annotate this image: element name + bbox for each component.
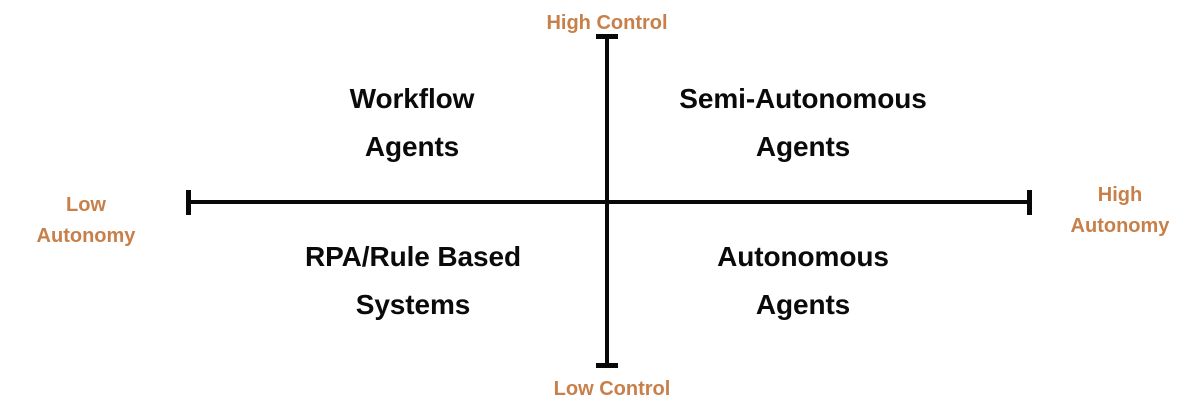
axis-label-high-control: High Control — [487, 8, 727, 39]
axis-label-low-control-text: Low Control — [553, 378, 671, 400]
quadrant-semi-autonomous-agents-line1: Semi-Autonomous — [679, 83, 927, 114]
horizontal-axis-right-endcap — [1027, 190, 1032, 215]
axis-label-high-autonomy-line1: High — [1097, 184, 1143, 206]
vertical-axis-line — [605, 35, 609, 368]
quadrant-label-rpa-rule-based-systems: RPA/Rule Based Systems — [258, 233, 568, 329]
horizontal-axis-line — [188, 200, 1032, 204]
axis-label-high-autonomy: High Autonomy — [1040, 180, 1200, 241]
quadrant-label-autonomous-agents: Autonomous Agents — [650, 233, 956, 329]
vertical-axis-top-endcap — [596, 34, 618, 39]
quadrant-semi-autonomous-agents-line2: Agents — [755, 131, 851, 163]
quadrant-workflow-agents-line2: Agents — [364, 131, 460, 163]
quadrant-rpa-rule-based-systems-line1: RPA/Rule Based — [305, 241, 521, 272]
quadrant-rpa-rule-based-systems-line2: Systems — [355, 289, 471, 321]
quadrant-autonomous-agents-line2: Agents — [755, 289, 851, 321]
axis-label-low-autonomy-line1: Low — [66, 194, 106, 216]
quadrant-label-workflow-agents: Workflow Agents — [262, 75, 562, 171]
axis-label-low-autonomy-line2: Autonomy — [36, 224, 136, 247]
axis-label-low-autonomy: Low Autonomy — [0, 190, 172, 251]
quadrant-autonomous-agents-line1: Autonomous — [717, 241, 889, 272]
axis-label-high-control-text: High Control — [546, 12, 668, 34]
axis-label-low-control: Low Control — [492, 374, 732, 405]
quadrant-workflow-agents-line1: Workflow — [349, 83, 475, 114]
vertical-axis-bottom-endcap — [596, 363, 618, 368]
horizontal-axis-left-endcap — [186, 190, 191, 215]
quadrant-label-semi-autonomous-agents: Semi-Autonomous Agents — [638, 75, 968, 171]
axis-label-high-autonomy-line2: Autonomy — [1070, 214, 1170, 237]
